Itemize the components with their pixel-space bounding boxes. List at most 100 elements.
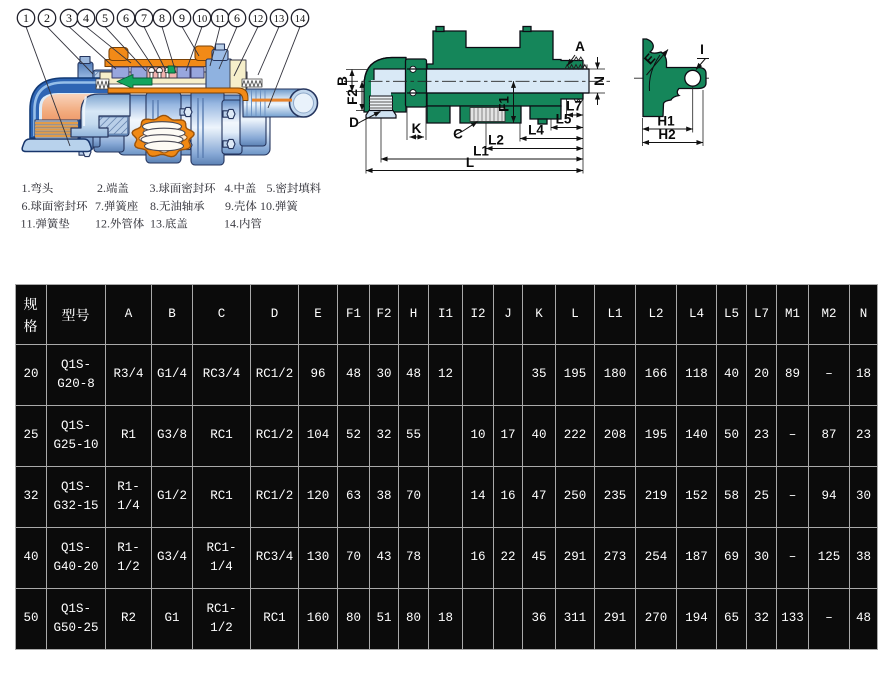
table-cell: 10 bbox=[462, 405, 494, 467]
dim-label-L5: L5 bbox=[556, 112, 572, 127]
table-cell: 20 bbox=[746, 344, 777, 406]
table-cell: 118 bbox=[676, 344, 717, 406]
cell-text-line bbox=[61, 307, 89, 321]
callout-leader-line bbox=[46, 26, 94, 75]
callout-leader-line bbox=[185, 26, 203, 72]
table-cell: 254 bbox=[635, 527, 677, 589]
callout-bubble bbox=[76, 8, 96, 28]
bolt bbox=[222, 138, 236, 150]
table-cell: Q1S- G20-8 bbox=[46, 344, 106, 406]
callout-bubble bbox=[152, 8, 172, 28]
callout-bubble bbox=[37, 8, 57, 28]
callout-leader-line bbox=[209, 26, 221, 67]
table-cell: R2 bbox=[105, 588, 152, 650]
callout-bubble bbox=[95, 8, 115, 28]
callout-11: 11 bbox=[209, 8, 230, 67]
inner-pipe-elbow bbox=[70, 93, 131, 138]
table-cell: – bbox=[808, 344, 850, 406]
table-cell: 30 bbox=[746, 527, 777, 589]
cjk-glyph bbox=[23, 318, 38, 332]
table-cell: 20 bbox=[15, 344, 47, 406]
table-cell: 70 bbox=[337, 527, 370, 589]
table-cell: 80 bbox=[398, 588, 429, 650]
table-cell: 235 bbox=[594, 466, 636, 528]
dim-label-C: C bbox=[453, 127, 463, 142]
callout-6: 6 bbox=[116, 8, 158, 74]
callout-leader-line bbox=[218, 26, 238, 70]
detail-shape bbox=[226, 138, 236, 150]
cjk-glyph bbox=[61, 307, 75, 321]
detail-shape bbox=[573, 56, 584, 62]
callout-2: 2 bbox=[37, 8, 94, 75]
table-cell: 152 bbox=[676, 466, 717, 528]
table-cell: R1 bbox=[105, 405, 152, 467]
table-cell: 18 bbox=[428, 588, 463, 650]
dim-label-N: N bbox=[592, 76, 607, 86]
table-cell: 187 bbox=[676, 527, 717, 589]
callout-leader-line bbox=[104, 26, 147, 72]
detail-shape bbox=[252, 98, 292, 102]
table-cell bbox=[428, 466, 463, 528]
callout-1: 1 bbox=[16, 8, 71, 147]
detail-shape bbox=[529, 105, 562, 120]
table-cell: R1- 1/4 bbox=[105, 466, 152, 528]
spring-coil bbox=[143, 140, 185, 152]
table-cell: – bbox=[808, 588, 850, 650]
callout-number: 9 bbox=[179, 11, 185, 25]
table-cell: 40 bbox=[522, 405, 556, 467]
table-cell: 180 bbox=[594, 344, 636, 406]
header-cell: B bbox=[151, 284, 193, 345]
table-cell: RC3/4 bbox=[192, 344, 251, 406]
inner-tube-wall bbox=[107, 87, 249, 101]
table-cell: 222 bbox=[555, 405, 595, 467]
callout-leader-line bbox=[125, 26, 158, 74]
table-cell: 160 bbox=[298, 588, 338, 650]
callout-leader-line bbox=[257, 26, 280, 76]
header-cell: L1 bbox=[594, 284, 636, 345]
dim-label-F1: F1 bbox=[497, 96, 512, 112]
table-cell: 36 bbox=[522, 588, 556, 650]
cjk-glyph bbox=[76, 307, 89, 321]
callout-number: 13 bbox=[274, 14, 285, 25]
housing-block bbox=[205, 58, 233, 91]
table-cell: 55 bbox=[398, 405, 429, 467]
table-cell: 17 bbox=[493, 405, 523, 467]
dim-label-F2: F2 bbox=[345, 89, 360, 105]
table-cell: G1/4 bbox=[151, 344, 193, 406]
detail-shape bbox=[365, 109, 397, 119]
section-flange bbox=[404, 58, 428, 108]
detail-shape bbox=[369, 98, 393, 109]
bolt bbox=[179, 106, 193, 118]
cjk-glyph bbox=[23, 296, 38, 310]
table-cell: RC1/2 bbox=[250, 466, 299, 528]
table-cell bbox=[493, 588, 523, 650]
callout-leader-line bbox=[181, 26, 200, 57]
header-cell: L2 bbox=[635, 284, 677, 345]
callout-number: 10 bbox=[197, 14, 208, 25]
table-cell: 43 bbox=[369, 527, 399, 589]
detail-shape bbox=[165, 71, 170, 79]
table-cell: 40 bbox=[716, 344, 747, 406]
bearing-block bbox=[176, 66, 191, 79]
table-cell: 48 bbox=[337, 344, 370, 406]
table-cell: 291 bbox=[555, 527, 595, 589]
section-packing bbox=[469, 107, 506, 122]
table-cell: 16 bbox=[493, 466, 523, 528]
table-cell: 208 bbox=[594, 405, 636, 467]
table-cell: – bbox=[776, 527, 809, 589]
table-cell: R1- 1/2 bbox=[105, 527, 152, 589]
callout-number: 5 bbox=[102, 11, 108, 25]
callout-leader-line bbox=[85, 26, 132, 64]
header-cell: M1 bbox=[776, 284, 809, 345]
table-cell bbox=[428, 405, 463, 467]
table-cell bbox=[462, 344, 494, 406]
detail-shape bbox=[356, 111, 381, 125]
table-cell: 38 bbox=[369, 466, 399, 528]
table-cell: 30 bbox=[369, 344, 399, 406]
table-cell: – bbox=[776, 405, 809, 467]
detail-shape bbox=[33, 81, 126, 136]
